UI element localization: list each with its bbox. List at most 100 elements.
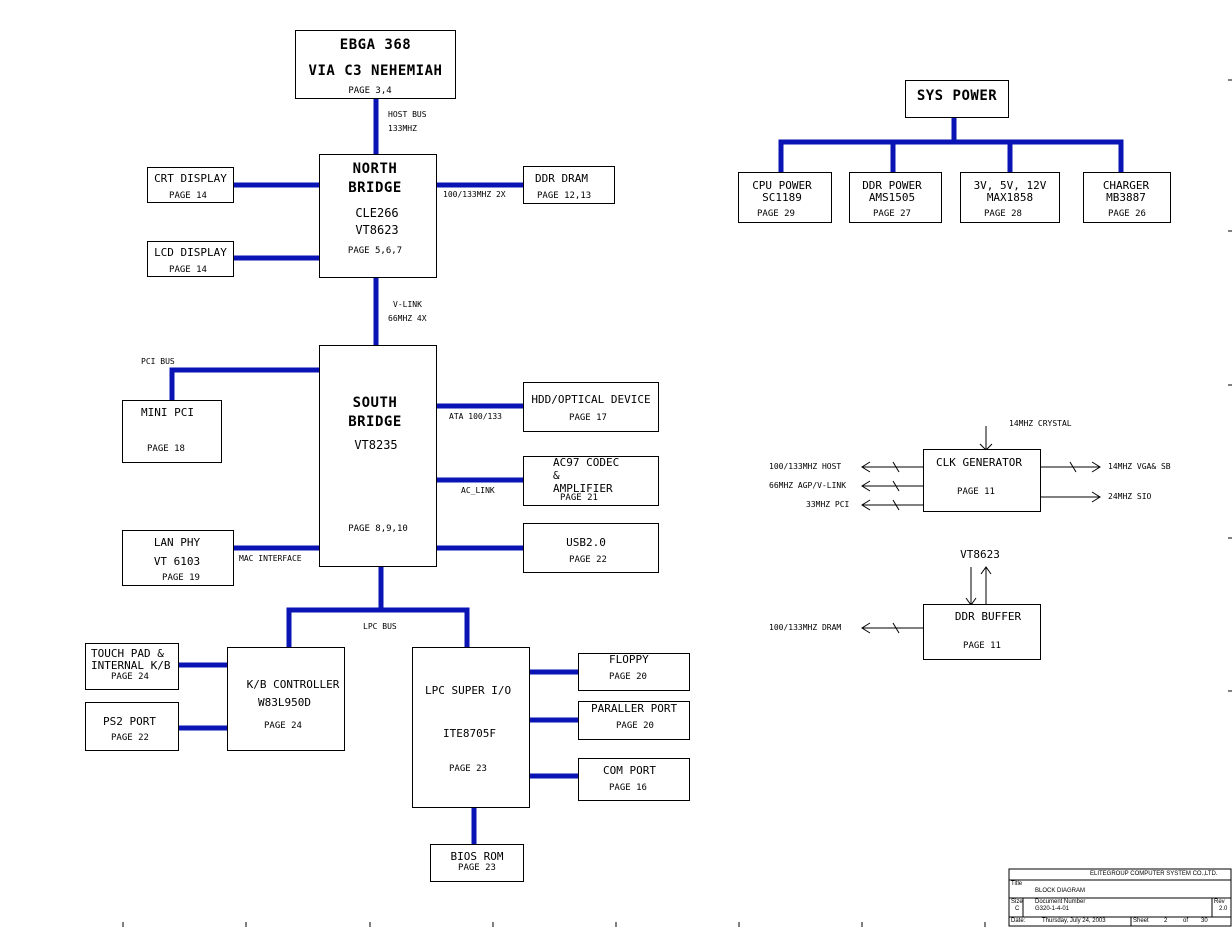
usb-page: PAGE 22	[569, 555, 607, 565]
bios-rom-block	[430, 844, 524, 882]
cpu-power-page: PAGE 29	[757, 209, 795, 219]
cpu-line2: VIA C3 NEHEMIAH	[308, 63, 443, 79]
mini-pci-label: MINI PCI	[141, 406, 194, 419]
ddr-dram-label: DDR DRAM	[535, 172, 588, 185]
ddr-power-block	[849, 172, 942, 223]
north-bridge-line2: BRIDGE	[348, 180, 402, 196]
title-block-size-label: Size	[1011, 899, 1023, 905]
title-block-sheet-label: Sheet	[1133, 918, 1149, 924]
com-port-block	[578, 758, 690, 801]
lpc-bus-line	[286, 607, 470, 648]
kb-controller-line1: K/B CONTROLLER	[246, 678, 340, 691]
bios-rom-label: BIOS ROM	[450, 850, 504, 863]
clk-out-host: 100/133MHZ HOST	[769, 462, 842, 471]
ddr-buffer-page: PAGE 11	[963, 641, 1001, 651]
ddr-dram-block	[523, 166, 615, 204]
title-block-title-label: Title	[1011, 881, 1023, 887]
v-power-line2: MAX1858	[986, 191, 1034, 204]
north-bridge-model: VT8623	[355, 223, 399, 237]
parallel-label: PARALLER PORT	[591, 702, 678, 715]
touchpad-page: PAGE 24	[111, 672, 149, 682]
ddr-dram-bus-label: 100/133MHZ 2X	[443, 190, 506, 199]
title-block-sheet: 2	[1164, 918, 1168, 924]
ac97-page: PAGE 21	[560, 493, 598, 503]
ps2-page: PAGE 22	[111, 733, 149, 743]
v-power-line1: 3V, 5V, 12V	[973, 179, 1047, 192]
ac97-line1: AC97 CODEC	[553, 456, 620, 469]
host-bus-speed: 133MHZ	[388, 124, 417, 133]
com-port-page: PAGE 16	[609, 783, 647, 793]
touchpad-line2: INTERNAL K/B	[91, 659, 171, 672]
mini-pci-page: PAGE 18	[147, 444, 185, 454]
super-io-page: PAGE 23	[449, 764, 487, 774]
bus-lines	[169, 98, 1124, 845]
north-bridge-page: PAGE 5,6,7	[347, 246, 403, 256]
v-power-page: PAGE 28	[984, 209, 1022, 219]
floppy-block	[578, 653, 690, 691]
ddr-buffer-out: 100/133MHZ DRAM	[769, 623, 842, 632]
kb-controller-line2: W83L950D	[258, 696, 311, 709]
touchpad-block	[85, 643, 179, 690]
ddr-power-line1: DDR POWER	[862, 179, 922, 192]
vlink-label: V-LINK	[393, 300, 422, 309]
crt-display-block	[147, 167, 234, 203]
ddr-dram-page: PAGE 12,13	[537, 191, 592, 201]
clk-generator-label: CLK GENERATOR	[935, 456, 1023, 469]
ddr-power-line2: AMS1505	[868, 191, 916, 204]
com-port-label: COM PORT	[603, 764, 656, 777]
north-bridge-line1: NORTH	[352, 161, 398, 177]
clk-generator-block	[923, 449, 1041, 512]
cpu-power-line2: SC1189	[762, 191, 802, 204]
cpu-power-block	[738, 172, 832, 223]
vlink-speed: 66MHZ 4X	[388, 314, 427, 323]
hdd-block	[523, 382, 659, 432]
title-block-doc-label: Document Number	[1035, 899, 1086, 905]
power-rail	[778, 139, 1124, 173]
title-block-date-label: Date:	[1011, 918, 1026, 924]
clock-lines	[861, 426, 1101, 634]
lcd-display-label: LCD DISPLAY	[154, 246, 227, 259]
mini-pci-block	[122, 400, 222, 463]
mac-interface-label: MAC INTERFACE	[239, 554, 302, 563]
cpu-power-line1: CPU POWER	[752, 179, 812, 192]
border-ticks	[122, 79, 1232, 927]
kb-controller-page: PAGE 24	[264, 721, 302, 731]
sys-power-block	[905, 80, 1009, 118]
title-block-total: 30	[1201, 918, 1208, 924]
super-io-block	[412, 647, 530, 808]
host-bus-label: HOST BUS	[388, 110, 427, 119]
hdd-page: PAGE 17	[569, 413, 607, 423]
cpu-page: PAGE 3,4	[348, 86, 392, 96]
title-block-size: C	[1015, 906, 1020, 912]
ps2-block	[85, 702, 179, 751]
charger-block	[1083, 172, 1171, 223]
hdd-label: HDD/OPTICAL DEVICE	[531, 393, 651, 406]
parallel-page: PAGE 20	[616, 721, 654, 731]
ac97-block	[523, 456, 659, 506]
super-io-line1: LPC SUPER I/O	[425, 684, 512, 697]
title-block-grid	[1008, 868, 1232, 927]
south-bridge-page: PAGE 8,9,10	[348, 524, 408, 534]
north-bridge-block	[319, 154, 437, 278]
ddr-buffer-source: VT8623	[960, 548, 1000, 561]
ps2-label: PS2 PORT	[103, 715, 156, 728]
ac97-line3: AMPLIFIER	[553, 482, 613, 495]
south-bridge-line1: SOUTH	[352, 395, 398, 411]
ata-bus-label: ATA 100/133	[449, 412, 502, 421]
super-io-line2: ITE8705F	[443, 727, 496, 740]
title-block-title: BLOCK DIAGRAM	[1035, 888, 1086, 894]
lan-block	[122, 530, 234, 586]
lan-page: PAGE 19	[162, 573, 200, 583]
pci-bus-label: PCI BUS	[141, 357, 175, 366]
clk-out-sio: 24MHZ SIO	[1108, 492, 1152, 501]
sys-power-label: SYS POWER	[916, 88, 998, 104]
crt-display-label: CRT DISPLAY	[154, 172, 227, 185]
ddr-buffer-label: DDR BUFFER	[954, 610, 1022, 623]
crt-display-page: PAGE 14	[169, 191, 207, 201]
title-block-rev-label: Rev	[1214, 899, 1225, 905]
usb-block	[523, 523, 659, 573]
pci-bus-line	[169, 367, 320, 401]
cpu-block	[295, 30, 456, 99]
lan-line1: LAN PHY	[153, 536, 201, 549]
